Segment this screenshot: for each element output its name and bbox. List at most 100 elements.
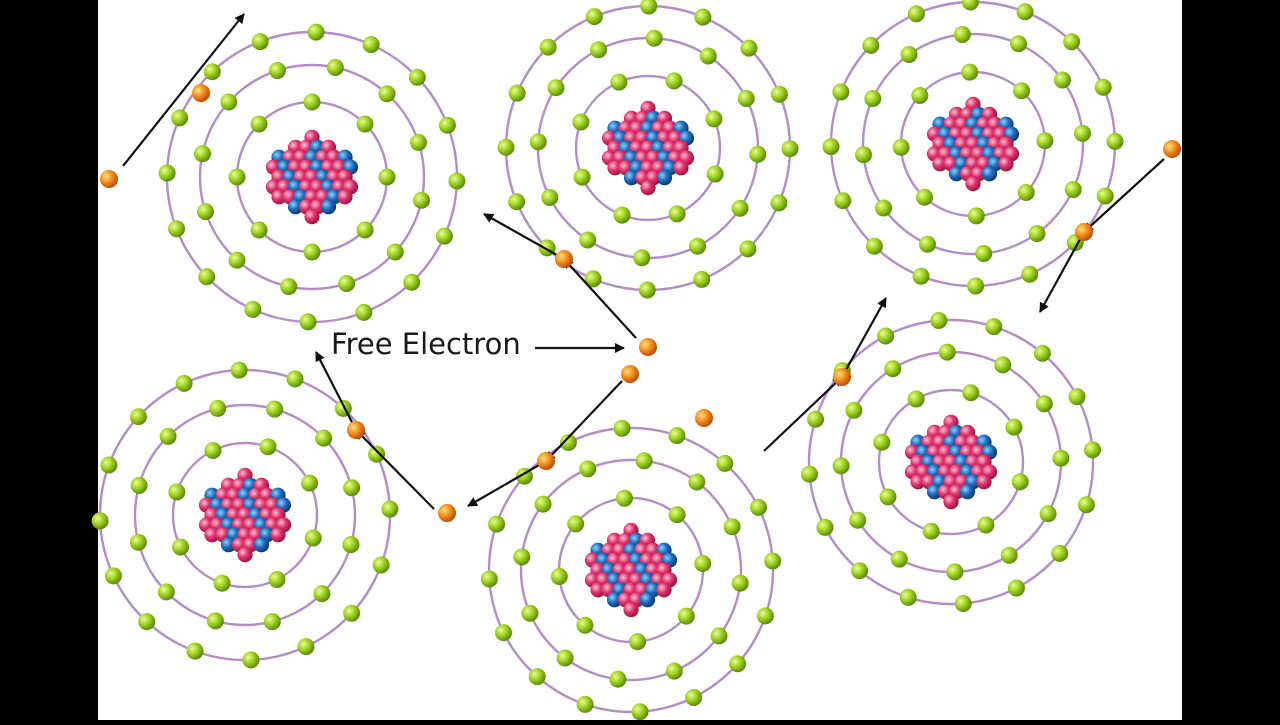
nucleus-icon	[601, 100, 695, 196]
bound-electron-icon	[710, 627, 728, 645]
bound-electron-icon	[851, 562, 869, 580]
bound-electron-icon	[930, 312, 948, 329]
proton-icon	[237, 547, 253, 563]
bound-electron-icon	[280, 278, 298, 295]
proton-icon	[271, 189, 287, 205]
proton-icon	[976, 474, 992, 490]
bound-electron-icon	[706, 165, 724, 183]
bound-electron-icon	[629, 633, 646, 651]
bound-electron-icon	[528, 668, 546, 686]
bound-electron-icon	[297, 638, 315, 656]
bound-electron-icon	[378, 168, 396, 186]
bound-electron-icon	[884, 360, 902, 378]
bound-electron-icon	[610, 73, 628, 91]
atom-icon	[497, 0, 799, 299]
bound-electron-icon	[1011, 473, 1029, 491]
bound-electron-icon	[158, 164, 176, 182]
bound-electron-icon	[198, 268, 216, 286]
bound-electron-icon	[845, 401, 863, 419]
bound-electron-icon	[665, 72, 683, 90]
bound-electron-icon	[508, 193, 526, 211]
bound-electron-icon	[315, 429, 333, 447]
proton-icon	[998, 156, 1014, 172]
proton-icon	[204, 527, 220, 543]
atom-icon	[801, 312, 1101, 612]
bound-electron-icon	[919, 235, 936, 253]
arrow-icon	[1083, 158, 1165, 233]
proton-icon	[943, 494, 959, 510]
bound-electron-icon	[807, 410, 825, 428]
bound-electron-icon	[303, 93, 321, 111]
bound-electron-icon	[171, 109, 189, 127]
bound-electron-icon	[693, 270, 711, 288]
arrow-icon	[841, 297, 887, 378]
bound-electron-icon	[911, 87, 929, 104]
bound-electron-icon	[448, 172, 466, 190]
orbit-ring	[807, 318, 1095, 606]
bound-electron-icon	[864, 90, 882, 107]
bound-electron-icon	[342, 536, 360, 554]
electron-dot-icon	[833, 368, 851, 386]
bound-electron-icon	[740, 39, 758, 57]
bound-electron-icon	[1017, 184, 1035, 201]
bound-electron-icon	[410, 133, 427, 151]
proton-icon	[623, 602, 639, 618]
bound-electron-icon	[138, 613, 156, 631]
bound-electron-icon	[343, 604, 361, 622]
proton-icon	[656, 582, 672, 598]
bound-electron-icon	[1106, 132, 1124, 150]
bound-electron-icon	[559, 434, 577, 451]
bound-electron-icon	[1036, 132, 1054, 150]
bound-electron-icon	[579, 231, 597, 249]
bound-electron-icon	[435, 227, 453, 245]
orbit-ring	[574, 74, 722, 222]
bound-electron-icon	[263, 613, 281, 631]
bound-electron-icon	[91, 512, 109, 530]
orbit-ring	[133, 403, 357, 627]
bound-electron-icon	[756, 607, 774, 625]
bound-electron-icon	[573, 168, 591, 186]
bound-electron-icon	[213, 574, 231, 592]
arrow-icon	[1039, 231, 1085, 313]
proton-icon	[270, 527, 286, 543]
bound-electron-icon	[579, 460, 597, 478]
neutron-icon	[253, 537, 270, 553]
bound-electron-icon	[875, 199, 892, 217]
bound-electron-icon	[584, 270, 602, 288]
bound-electron-icon	[129, 408, 147, 426]
bound-electron-icon	[631, 703, 649, 721]
bound-electron-icon	[356, 115, 374, 133]
bound-electron-icon	[689, 237, 706, 255]
bound-electron-icon	[356, 221, 374, 239]
bound-electron-icon	[438, 116, 456, 134]
electron-dot-icon	[438, 504, 456, 522]
bound-electron-icon	[513, 548, 531, 566]
bound-electron-icon	[1010, 35, 1027, 53]
bound-electron-icon	[403, 273, 421, 291]
bound-electron-icon	[716, 454, 734, 472]
bound-electron-icon	[879, 488, 897, 506]
bound-electron-icon	[770, 85, 788, 103]
neutron-icon	[220, 537, 237, 553]
arrow-icon	[467, 460, 547, 507]
bound-electron-icon	[541, 189, 559, 206]
bound-electron-icon	[585, 8, 603, 26]
arrow-icon	[355, 429, 435, 510]
bound-electron-icon	[816, 518, 834, 536]
bound-electron-icon	[378, 85, 396, 103]
bound-electron-icon	[206, 612, 224, 630]
bound-electron-icon	[635, 452, 653, 470]
diagram-panel	[98, 0, 1182, 720]
bound-electron-icon	[677, 607, 695, 625]
bound-electron-icon	[550, 568, 568, 585]
nucleus-icon	[198, 467, 292, 563]
bound-electron-icon	[251, 33, 269, 51]
bound-electron-icon	[938, 343, 956, 361]
nucleus-icon	[265, 129, 359, 225]
bound-electron-icon	[1013, 82, 1030, 100]
bound-electron-icon	[855, 146, 872, 164]
arrow-icon	[483, 213, 565, 260]
bound-electron-icon	[304, 529, 322, 547]
electron-dot-icon	[192, 84, 210, 102]
bound-electron-icon	[168, 220, 186, 238]
